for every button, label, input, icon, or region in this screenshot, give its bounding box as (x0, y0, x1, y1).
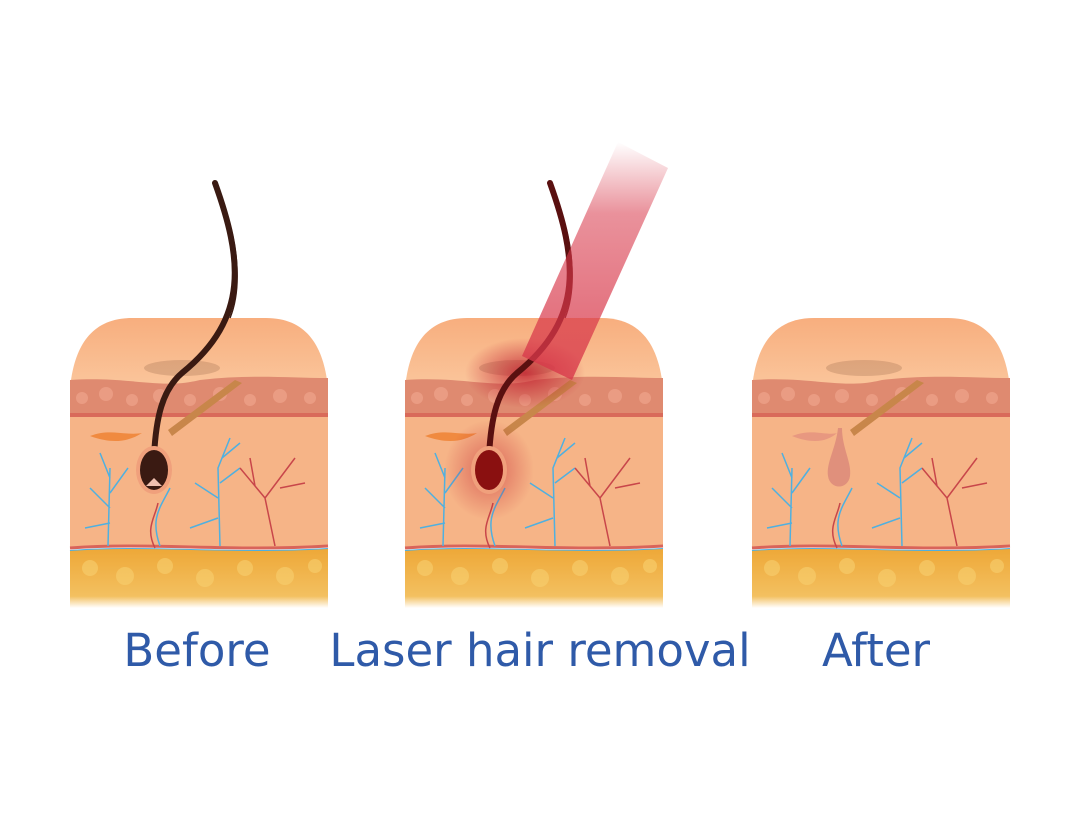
label-laser: Laser hair removal (329, 624, 751, 677)
hair (151, 180, 238, 459)
label-before: Before (123, 624, 271, 677)
sebaceous-gland (90, 432, 142, 442)
before-panel (68, 180, 330, 610)
empty-follicle (827, 428, 851, 487)
arrector-muscle (168, 380, 242, 436)
hair-bulb (140, 450, 168, 490)
label-after: After (821, 624, 931, 677)
after-panel (750, 316, 1012, 610)
laser-beam (522, 142, 668, 380)
